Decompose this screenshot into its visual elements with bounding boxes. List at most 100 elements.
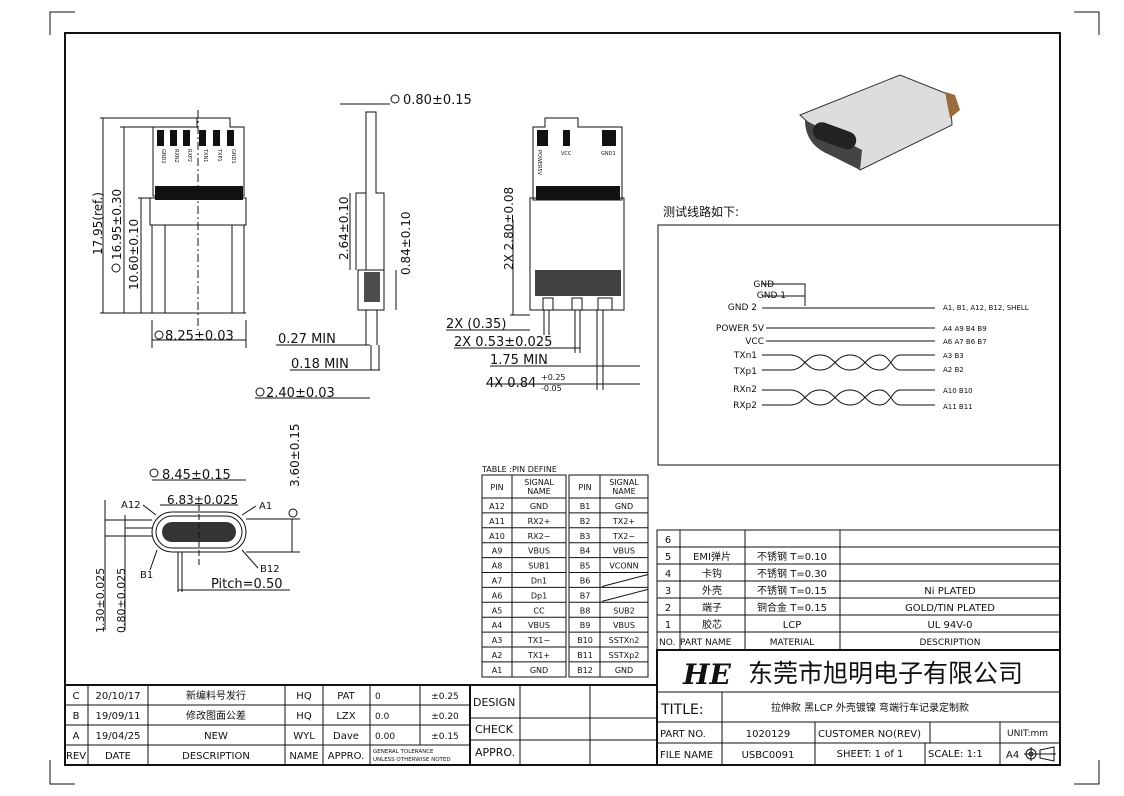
drawing-label: GND 2 — [728, 303, 757, 313]
drawing-line — [111, 263, 121, 273]
pin-cell: B7 — [580, 591, 591, 600]
drawing-label: GND2 — [160, 149, 166, 164]
revision-cell: 0.00 — [375, 732, 395, 742]
bom-cell: 外壳 — [702, 584, 722, 597]
pin-cell: SSTXp2 — [609, 651, 640, 660]
drawing-label: VCC — [745, 337, 764, 347]
pin-cell: VCONN — [609, 562, 638, 571]
drawing-label: 4X 0.84 — [486, 376, 536, 391]
drawing-line — [142, 504, 259, 571]
wiring-diagram: 测试线路如下: GND GND 1 GND 2 POWER 5V VCC TXn… — [657, 204, 1061, 466]
drawing-label: PIN — [490, 483, 503, 492]
drawing-line — [1024, 746, 1056, 762]
company-name: 东莞市旭明电子有限公司 — [748, 659, 1023, 688]
drawing-label: NAME — [527, 487, 550, 496]
pin-cell: RX2− — [528, 532, 551, 541]
drawing-line — [529, 197, 625, 311]
drawing-line — [255, 387, 265, 397]
pin-cell: A8 — [492, 562, 503, 571]
pin-cell: SUB2 — [613, 606, 635, 615]
pin-cell: A12 — [489, 502, 505, 511]
company-logo: HE — [682, 658, 731, 691]
drawing-label: NAME — [612, 487, 635, 496]
drawing-label: DESIGN — [473, 696, 515, 709]
drawing-label: GND1 — [601, 151, 616, 157]
revision-cell: 修改图面公差 — [186, 709, 246, 722]
projection-symbol-icon — [1024, 746, 1056, 762]
pin-cell: A4 — [492, 621, 503, 630]
bom-cell: 端子 — [702, 601, 722, 614]
revision-cell: ±0.25 — [431, 692, 459, 702]
pin-cell: B11 — [577, 651, 593, 660]
empty-cell-slash — [601, 574, 649, 587]
drawing-label: APPRO. — [475, 746, 515, 759]
drawing-line — [481, 474, 567, 678]
drawing-line — [255, 103, 397, 399]
bom-cell: 卡钩 — [702, 567, 722, 580]
drawing-line — [365, 310, 380, 370]
drawing-label: 2.64±0.10 — [337, 197, 351, 261]
drawing-label: TXn1 — [733, 351, 757, 361]
pin-cell: B5 — [580, 562, 591, 571]
revision-cell: 0 — [375, 692, 381, 702]
drawing-label: GND1 — [230, 149, 236, 164]
product-3d-view — [799, 74, 960, 171]
drawing-label: SHEET: 1 of 1 — [837, 749, 904, 760]
drawing-label: A12 — [121, 500, 141, 511]
pin-cell: B10 — [577, 636, 593, 645]
drawing-label: 0.27 MIN — [278, 332, 336, 347]
pin-cell: VBUS — [613, 621, 635, 630]
drawing-label: A10 B10 — [943, 387, 973, 395]
drawing-label: PIN — [578, 483, 591, 492]
drawing-line — [390, 94, 400, 104]
revision-cell: C — [73, 691, 80, 702]
pin-cell: SUB1 — [528, 562, 550, 571]
drawing-line — [945, 92, 960, 118]
drawing-label: CHECK — [475, 723, 514, 736]
drawing-line — [154, 330, 164, 340]
revision-cell: 0.0 — [375, 712, 390, 722]
drawing-label: POWER5V — [536, 150, 542, 176]
drawing-label: 1.30±0.025 — [94, 568, 107, 633]
drawing-label: PART NO. — [660, 729, 706, 740]
bom-cell: Ni PLATED — [924, 586, 976, 597]
drawing-line — [155, 186, 243, 200]
drawing-label: Pitch=0.50 — [211, 577, 283, 592]
drawing-label: A1 — [259, 501, 272, 512]
pin-cell: A9 — [492, 547, 503, 556]
drawing-label: PART NAME — [680, 638, 732, 648]
pin-cell: B2 — [580, 517, 591, 526]
drawing-label: NO. — [659, 638, 675, 648]
bom-cell: 不锈钢 T=0.15 — [757, 584, 827, 597]
drawing-line — [762, 389, 935, 406]
pin-cell: A5 — [492, 606, 503, 615]
bom-cell: UL 94V-0 — [927, 620, 972, 631]
revision-cell: ±0.15 — [431, 732, 459, 742]
drawing-line: GND GND 1 GND 2 POWER 5V VCC TXn1 TXp1 R… — [716, 280, 786, 411]
drawing-label: 17.95(ref.) — [91, 192, 105, 255]
bom-cell: 4 — [665, 569, 671, 580]
drawing-label: RXn2 — [733, 385, 757, 395]
drawing-label: DESCRIPTION — [182, 751, 250, 762]
front-view: 8.45±0.15 6.83±0.025 3.60±0.15 1.30±0.02… — [94, 424, 302, 634]
pin-cell: GND — [615, 502, 633, 511]
drawing-line — [470, 685, 657, 765]
drawing-label: 10.60±0.10 — [127, 219, 141, 290]
drawing-label: RXp2 — [733, 401, 757, 411]
drawing-label: B12 — [260, 564, 280, 575]
pin-cell: A1 — [492, 666, 503, 675]
drawing-line — [537, 130, 616, 146]
drawing-label: GND — [753, 280, 774, 290]
drawing-line — [571, 297, 583, 311]
drawing-label: 0.84±0.10 — [399, 212, 413, 276]
drawing-line — [597, 297, 613, 311]
drawing-label: TABLE :PIN DEFINE — [481, 465, 557, 474]
pin-cell: Dn1 — [531, 577, 547, 586]
bom-cell: 5 — [665, 552, 671, 563]
drawing-line — [542, 297, 554, 311]
revision-cell: WYL — [293, 731, 315, 742]
drawing-line — [1074, 760, 1100, 785]
pin-cell: TX1− — [527, 636, 550, 645]
drawing-label: REV — [66, 751, 86, 762]
drawing-label: POWER 5V — [716, 324, 765, 334]
